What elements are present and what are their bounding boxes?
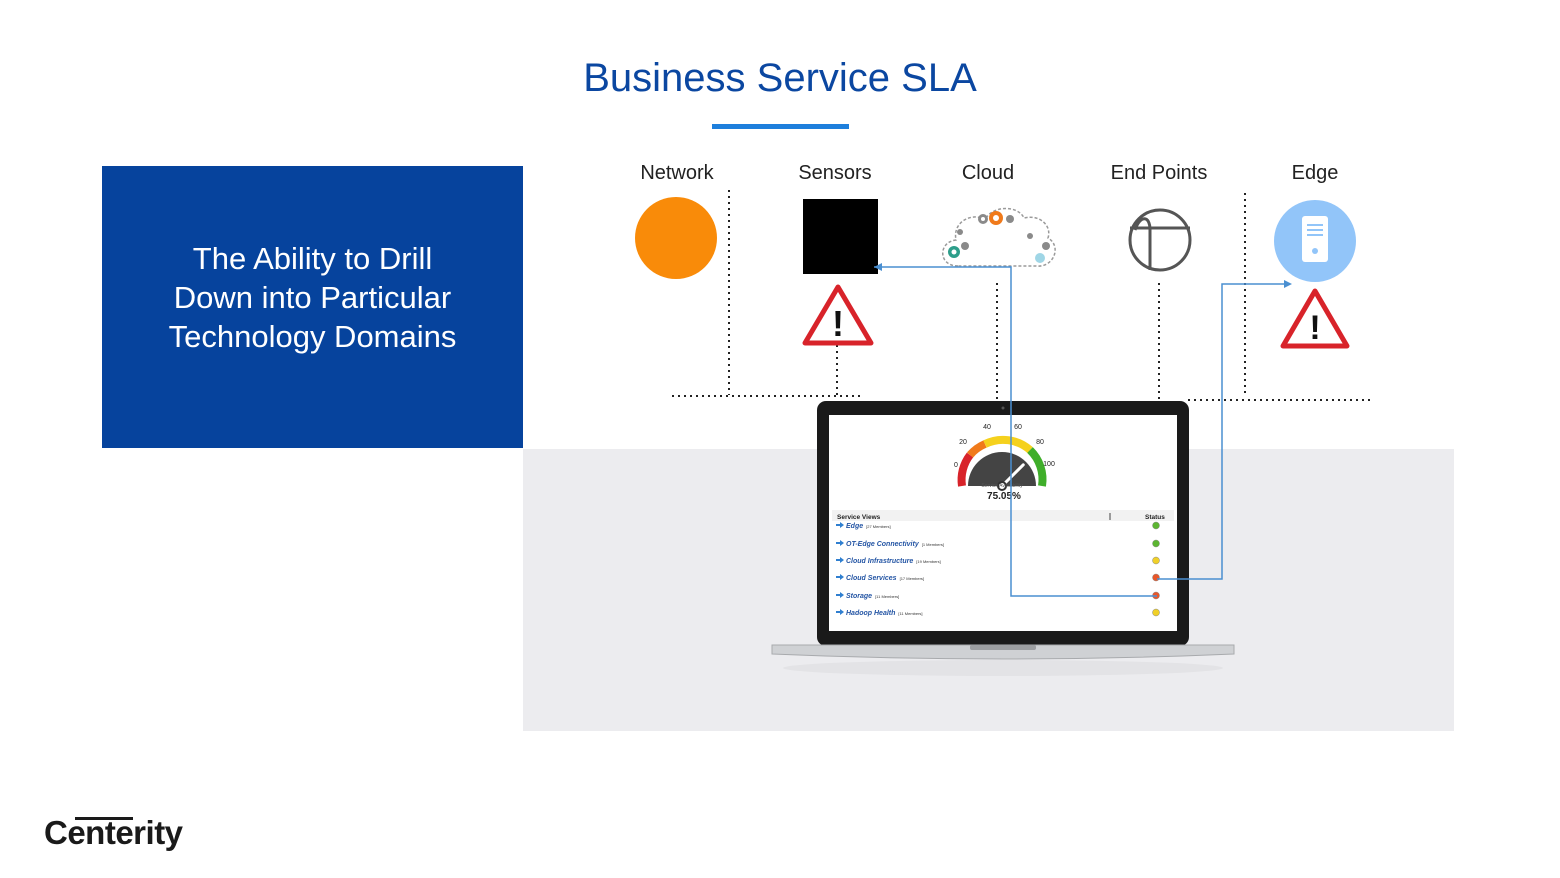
domain-label-end-points: End Points bbox=[1110, 162, 1208, 184]
status-indicator bbox=[1152, 556, 1160, 565]
table-row[interactable]: Cloud Infrastructure[19 Members] bbox=[836, 556, 1160, 565]
headline-line-3: Technology Domains bbox=[168, 319, 457, 354]
endpoint-logo-icon bbox=[1128, 208, 1192, 272]
service-view-name[interactable]: OT-Edge Connectivity bbox=[846, 541, 920, 548]
table-row[interactable]: Edge[27 Members] bbox=[836, 521, 1160, 530]
centerity-logo: Centerity bbox=[44, 814, 183, 851]
gauge-dial bbox=[968, 452, 1036, 486]
domain-label-network: Network bbox=[640, 162, 714, 184]
table-row[interactable]: OT-Edge Connectivity[1 Members] bbox=[836, 539, 1160, 548]
headline-panel bbox=[102, 166, 523, 448]
gauge-tick-label: 80 bbox=[1036, 439, 1044, 446]
headline-line-1: The Ability to Drill bbox=[192, 241, 433, 276]
service-views-table: Service Views Status Edge[27 Members] OT-… bbox=[832, 510, 1174, 617]
status-indicator bbox=[1152, 539, 1160, 548]
gauge-caption: Service Availability bbox=[981, 483, 1023, 489]
warning-triangle-icon: ! bbox=[802, 284, 874, 346]
alert-glyph-sensors: ! bbox=[832, 303, 844, 344]
row-arrow-icon bbox=[836, 609, 844, 615]
alert-glyph-edge: ! bbox=[1309, 309, 1320, 347]
connector-cloud-services-to-edge bbox=[1157, 283, 1284, 580]
gears-cloud-icon bbox=[942, 207, 1056, 267]
arrowhead-sensors bbox=[874, 263, 882, 271]
service-view-name[interactable]: Edge bbox=[846, 523, 863, 530]
arrowhead-edge bbox=[1284, 280, 1292, 288]
gauge-band-orange bbox=[966, 440, 987, 458]
service-view-count: [1 Members] bbox=[922, 542, 944, 547]
table-header-views: Service Views bbox=[837, 514, 881, 521]
headline-line-2: Down into Particular bbox=[173, 280, 452, 315]
connector-storage-to-sensors bbox=[874, 266, 1157, 597]
domain-label-edge: Edge bbox=[1291, 162, 1339, 184]
service-view-count: [19 Members] bbox=[916, 559, 940, 564]
row-arrow-icon bbox=[836, 522, 844, 528]
row-arrow-icon bbox=[836, 557, 844, 563]
service-view-count: [11 Members] bbox=[898, 611, 922, 616]
gauge-value: 75.05% bbox=[987, 491, 1021, 502]
gauge-band-green bbox=[1027, 447, 1047, 487]
dotted-connectors bbox=[672, 190, 1372, 401]
service-view-count: [27 Members] bbox=[866, 524, 890, 529]
title-underline bbox=[712, 124, 849, 129]
gauge-tick-label: 20 bbox=[959, 439, 967, 446]
row-arrow-icon bbox=[836, 540, 844, 546]
row-arrow-icon bbox=[836, 592, 844, 598]
logo-accent-bar bbox=[75, 817, 133, 820]
table-row[interactable]: Hadoop Health[11 Members] bbox=[836, 608, 1160, 617]
table-header-status: Status bbox=[1145, 514, 1165, 521]
service-view-name[interactable]: Cloud Services bbox=[846, 575, 897, 582]
gauge-band-yellow bbox=[983, 435, 1033, 454]
status-indicator bbox=[1152, 521, 1160, 530]
gauge-tick-label: 60 bbox=[1014, 424, 1022, 431]
service-view-name[interactable]: Cloud Infrastructure bbox=[846, 558, 913, 565]
drilldown-connectors bbox=[874, 263, 1292, 597]
service-view-name[interactable]: Hadoop Health bbox=[846, 610, 895, 617]
laptop-illustration bbox=[771, 401, 1235, 676]
gauge-tick-label: 40 bbox=[983, 424, 991, 431]
service-view-name[interactable]: Storage bbox=[846, 593, 872, 600]
orange-circle-icon bbox=[635, 197, 717, 279]
black-square-icon bbox=[803, 199, 878, 274]
availability-gauge: 0 20 40 60 80 100 Service Availability 7… bbox=[954, 424, 1055, 502]
gauge-tick-label: 100 bbox=[1043, 461, 1055, 468]
warning-triangle-icon: ! bbox=[1280, 288, 1350, 349]
status-indicator bbox=[1152, 608, 1160, 617]
server-circle-icon bbox=[1274, 200, 1356, 282]
status-indicator bbox=[1152, 573, 1160, 582]
service-view-count: [11 Members] bbox=[875, 594, 899, 599]
laptop-screen bbox=[829, 415, 1177, 631]
headline-text: The Ability to Drill Down into Particula… bbox=[102, 239, 523, 356]
gauge-tick-label: 0 bbox=[954, 462, 958, 469]
row-arrow-icon bbox=[836, 574, 844, 580]
domain-label-sensors: Sensors bbox=[798, 162, 872, 184]
page-title: Business Service SLA bbox=[583, 56, 977, 100]
domain-label-cloud: Cloud bbox=[961, 162, 1015, 184]
gauge-hub bbox=[997, 481, 1007, 491]
table-header bbox=[832, 510, 1174, 521]
table-rows: Edge[27 Members] OT-Edge Connectivity[1 M… bbox=[836, 521, 1160, 617]
service-view-count: [17 Members] bbox=[900, 576, 924, 581]
gauge-band-red bbox=[957, 452, 974, 487]
